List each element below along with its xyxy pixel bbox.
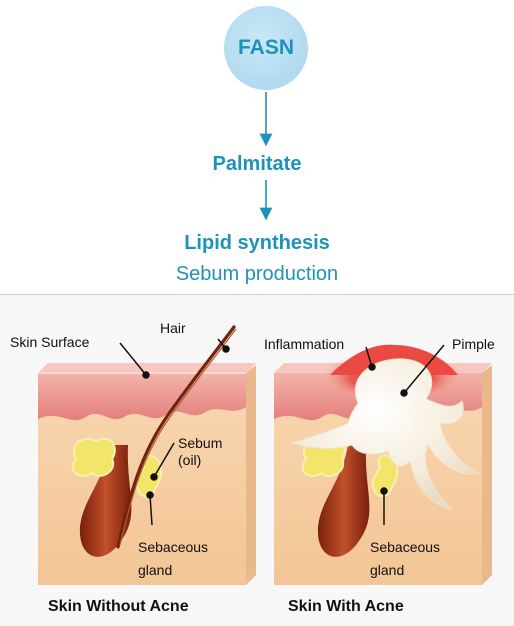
caption-with-acne: Skin With Acne [288,598,404,616]
skin-comparison-section: Skin Surface Hair Sebum (oil) Sebaceous … [0,295,514,626]
sebaceous-gland-label-left: Sebaceous gland [138,539,208,579]
gland-label-line2: gland [370,562,440,579]
gland-label-line1: Sebaceous [370,539,440,556]
inflammation-label: Inflammation [264,336,344,353]
sebaceous-gland-left-a [73,439,115,476]
gland-label-line2: gland [138,562,208,579]
skin-surface-label: Skin Surface [10,334,89,351]
sebaceous-gland-label-right: Sebaceous gland [370,539,440,579]
sebum-production-label: Sebum production [0,263,514,286]
gland-label-line1: Sebaceous [138,539,208,556]
sebum-label-line1: Sebum [178,435,222,452]
hair-label: Hair [160,320,186,337]
caption-without-acne: Skin Without Acne [48,598,189,616]
pathway-section: FASN Palmitate Lipid synthesis Sebum pro… [0,0,514,294]
pimple-label: Pimple [452,336,495,353]
sebum-label: Sebum (oil) [178,435,222,469]
palmitate-label: Palmitate [0,153,514,176]
sebum-label-line2: (oil) [178,452,222,469]
lipid-synthesis-label: Lipid synthesis [0,232,514,255]
